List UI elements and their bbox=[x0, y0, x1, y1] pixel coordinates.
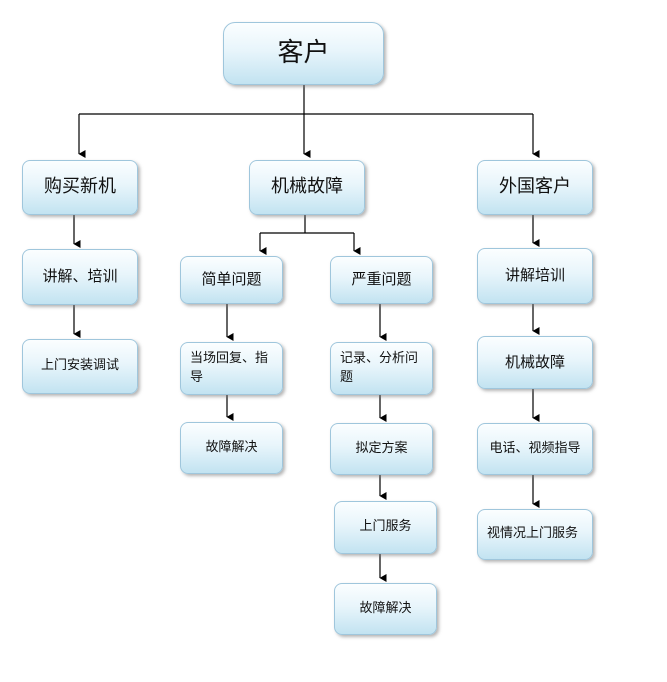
node-serious-onsite: 上门服务 bbox=[334, 501, 437, 554]
node-label: 简单问题 bbox=[201, 270, 262, 289]
node-label: 讲解培训 bbox=[504, 266, 565, 285]
node-buy-installation: 上门安装调试 bbox=[22, 339, 138, 394]
node-buy-training: 讲解、培训 bbox=[22, 249, 138, 305]
node-foreign-customer: 外国客户 bbox=[477, 160, 593, 215]
node-label: 客户 bbox=[277, 37, 330, 68]
node-label: 机械故障 bbox=[271, 176, 343, 198]
node-label: 购买新机 bbox=[44, 176, 116, 198]
node-label: 拟定方案 bbox=[355, 440, 408, 456]
node-label: 上门服务 bbox=[359, 519, 412, 535]
node-foreign-onsite: 视情况上门服务 bbox=[477, 509, 593, 560]
node-serious-plan: 拟定方案 bbox=[330, 423, 433, 475]
node-label: 记录、分析问题 bbox=[340, 350, 419, 385]
node-serious-resolved: 故障解决 bbox=[334, 583, 437, 635]
node-mechanical-fault: 机械故障 bbox=[249, 160, 365, 215]
node-label: 视情况上门服务 bbox=[487, 526, 579, 542]
node-foreign-training: 讲解培训 bbox=[477, 248, 593, 304]
node-serious-problem: 严重问题 bbox=[330, 256, 433, 304]
node-simple-resolved: 故障解决 bbox=[180, 422, 283, 474]
node-foreign-remote-guidance: 电话、视频指导 bbox=[477, 423, 593, 475]
node-label: 故障解决 bbox=[205, 439, 258, 455]
node-label: 故障解决 bbox=[359, 600, 412, 616]
node-label: 机械故障 bbox=[504, 352, 565, 371]
node-label: 严重问题 bbox=[351, 270, 412, 289]
node-serious-analysis: 记录、分析问题 bbox=[330, 342, 433, 395]
node-simple-problem: 简单问题 bbox=[180, 256, 283, 304]
node-foreign-fault: 机械故障 bbox=[477, 336, 593, 389]
node-buy-new-machine: 购买新机 bbox=[22, 160, 138, 215]
node-customer-root: 客户 bbox=[223, 22, 384, 85]
node-label: 讲解、培训 bbox=[42, 267, 118, 286]
node-label: 上门安装调试 bbox=[40, 358, 119, 374]
node-label: 外国客户 bbox=[499, 176, 571, 198]
node-label: 当场回复、指导 bbox=[190, 350, 269, 385]
node-simple-guidance: 当场回复、指导 bbox=[180, 342, 283, 395]
node-label: 电话、视频指导 bbox=[489, 440, 581, 456]
